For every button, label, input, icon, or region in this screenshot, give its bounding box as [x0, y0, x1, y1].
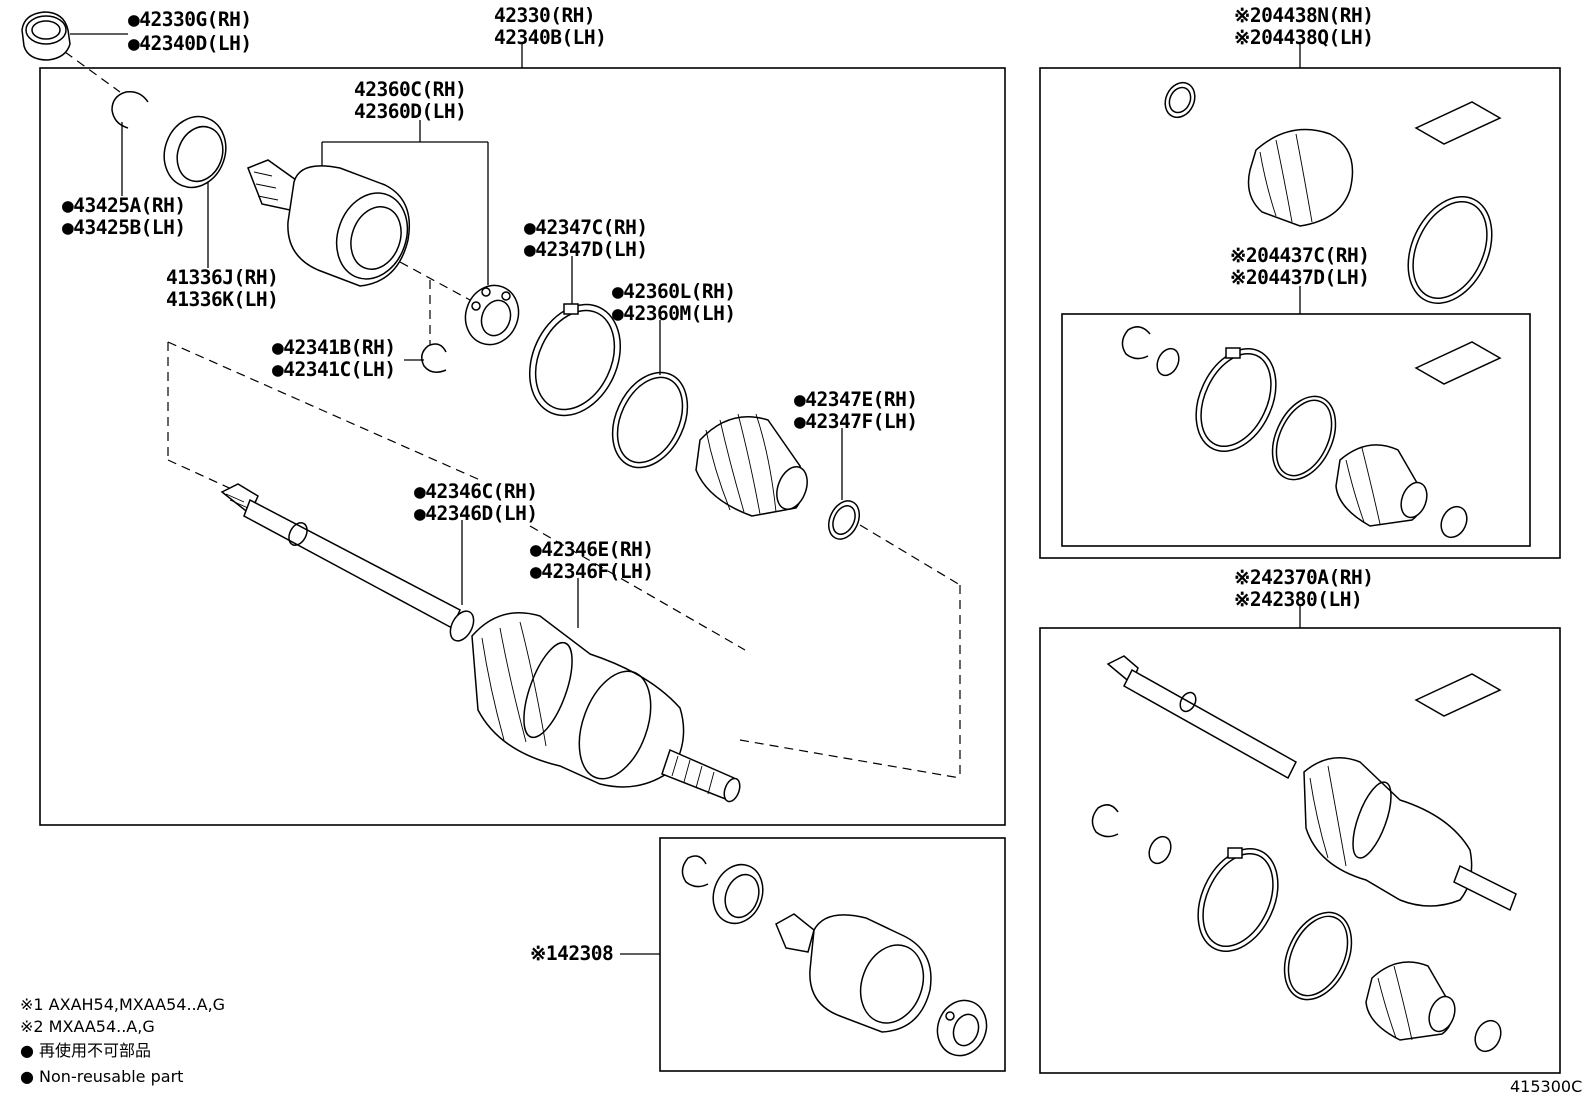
dust-cover-part: [21, 11, 71, 61]
inboard-joint-kit-parts: [681, 855, 988, 1057]
label-43425a: ●43425A(RH): [62, 194, 186, 217]
inner-race-part: [464, 284, 520, 346]
note-model-2: ※2 MXAA54..A,G: [20, 1017, 155, 1036]
label-04437c: ※204437C(RH): [1230, 244, 1369, 267]
label-42341b: ●42341B(RH): [272, 336, 396, 359]
label-41336k: 41336K(LH): [166, 288, 278, 311]
label-42330: 42330(RH): [494, 4, 595, 27]
diagram-code: 415300C: [1510, 1077, 1582, 1096]
note-non-reusable-ja: ● 再使用不可部品: [20, 1041, 151, 1060]
boot-clamp-large-part: [528, 303, 622, 417]
label-42370a: ※242370A(RH): [1234, 566, 1373, 589]
label-43425b: ●43425B(LH): [62, 216, 186, 239]
note-non-reusable-en: ● Non-reusable part: [20, 1067, 183, 1086]
snap-ring-part: [111, 90, 149, 129]
boot-kit-inboard-parts: [1121, 326, 1502, 539]
label-42347e: ●42347E(RH): [794, 388, 918, 411]
label-42330g: ●42330G(RH): [128, 8, 252, 31]
label-42340b: 42340B(LH): [494, 26, 606, 49]
label-42341c: ●42341C(LH): [272, 358, 396, 381]
shaft-snap-ring-part: [421, 343, 447, 373]
label-04438n: ※204438N(RH): [1234, 4, 1373, 27]
label-42360d: 42360D(LH): [354, 100, 466, 123]
label-42360c: 42360C(RH): [354, 78, 466, 101]
note-model-1: ※1 AXAH54,MXAA54..A,G: [20, 995, 225, 1014]
label-42347d: ●42347D(LH): [524, 238, 648, 261]
outboard-joint-part: [247, 159, 411, 287]
label-42346e: ●42346E(RH): [530, 538, 654, 561]
label-42346c: ●42346C(RH): [414, 480, 538, 503]
outboard-boot-part: [695, 413, 808, 517]
assembly-guide-lines: [64, 51, 961, 779]
drive-shaft-part: [220, 483, 741, 803]
part-labels: ●42330G(RH) ●42340D(LH) 42330(RH) 42340B…: [62, 4, 1374, 965]
label-42308: ※142308: [530, 942, 613, 965]
label-42360l: ●42360L(RH): [612, 280, 736, 303]
label-42380: ※242380(LH): [1234, 588, 1362, 611]
dust-seal-part: [163, 115, 227, 189]
label-42340d: ●42340D(LH): [128, 32, 252, 55]
label-42346f: ●42346F(LH): [530, 560, 654, 583]
legend-notes: ※1 AXAH54,MXAA54..A,G ※2 MXAA54..A,G ● 再…: [20, 995, 1582, 1096]
label-04438q: ※204438Q(LH): [1234, 26, 1373, 49]
label-42347f: ●42347F(LH): [794, 410, 918, 433]
label-41336j: 41336J(RH): [166, 266, 278, 289]
label-42346d: ●42346D(LH): [414, 502, 538, 525]
boot-kit-inboard-frame: [1061, 313, 1531, 547]
boot-clamp-small-part: [828, 500, 860, 540]
boot-band-part: [611, 371, 689, 469]
label-42347c: ●42347C(RH): [524, 216, 648, 239]
label-04437d: ※204437D(LH): [1230, 266, 1369, 289]
boot-kit-outboard-parts: [1164, 81, 1502, 304]
shaft-assembly-parts: [1091, 655, 1517, 1053]
label-42360m: ●42360M(LH): [612, 302, 736, 325]
